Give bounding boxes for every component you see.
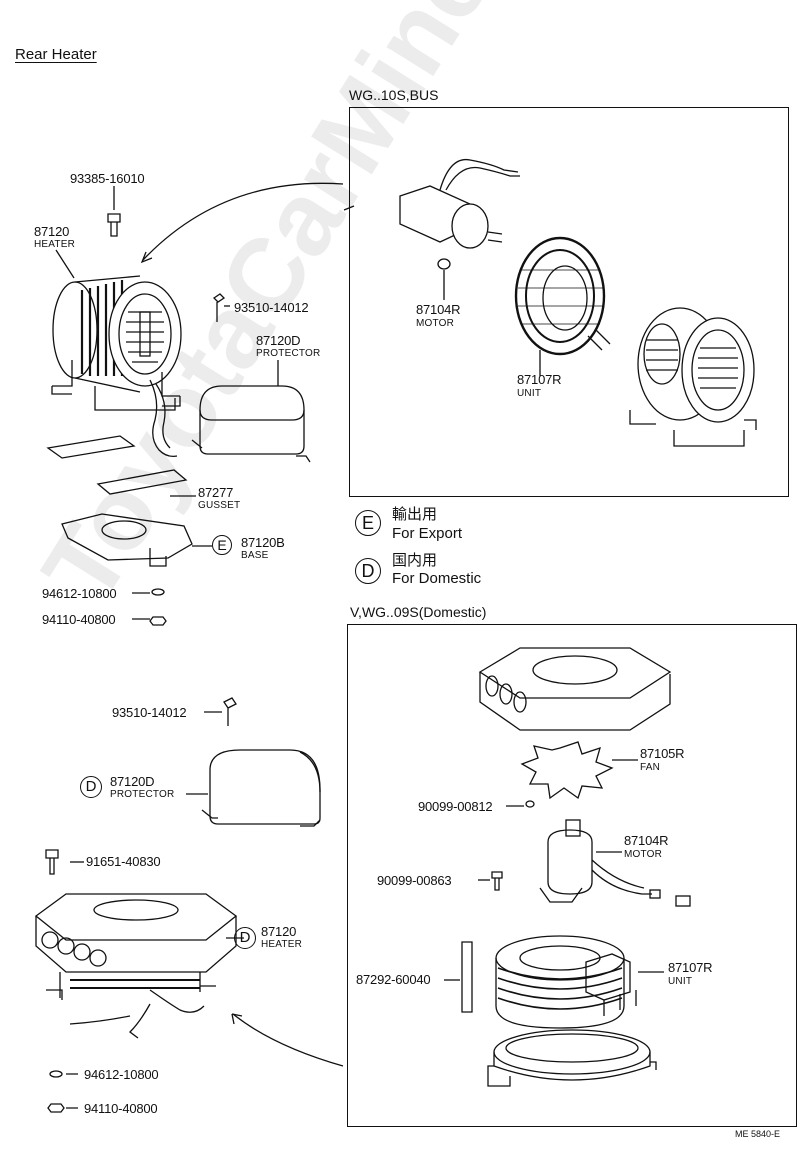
domestic-mark: D	[80, 776, 102, 798]
part-name-label: HEATER	[34, 239, 76, 250]
heater-drawing-top	[46, 182, 355, 626]
part-number-label: 94612-10800	[42, 586, 117, 601]
part-number-label: 87277	[198, 485, 234, 500]
domestic-legend-jp: 国内用	[392, 552, 438, 569]
part-number-label: 90099-00863	[377, 873, 452, 888]
export-mark: E	[212, 535, 232, 555]
fan-motor-unit-drawing-bottom	[444, 647, 691, 1087]
part-number-label: 87107R	[668, 960, 713, 975]
part-number-label: 87292-60040	[356, 972, 431, 987]
export-legend-jp: 輸出用	[392, 506, 438, 523]
export-legend-mark: E	[355, 510, 381, 536]
part-number-label: 94612-10800	[84, 1067, 159, 1082]
part-number-label: 87120	[34, 224, 70, 239]
part-name-label: FAN	[640, 762, 661, 773]
part-number-label: 87120	[261, 924, 297, 939]
domestic-mark: D	[234, 927, 256, 949]
export-legend-en: For Export	[392, 525, 463, 542]
part-name-label: UNIT	[517, 388, 542, 399]
part-number-label: 87104R	[624, 833, 669, 848]
domestic-legend-mark: D	[355, 558, 381, 584]
part-number-label: 91651-40830	[86, 854, 161, 869]
part-name-label: BASE	[241, 550, 269, 561]
drawing-code: ME 5840-E	[735, 1129, 781, 1139]
part-number-label: 93385-16010	[70, 171, 145, 186]
part-number-label: 94110-40800	[84, 1101, 158, 1116]
part-name-label: MOTOR	[624, 849, 663, 860]
part-number-label: 90099-00812	[418, 799, 493, 814]
part-name-label: UNIT	[668, 976, 693, 987]
part-number-label: 87120D	[110, 774, 155, 789]
part-number-label: 87104R	[416, 302, 461, 317]
part-name-label: MOTOR	[416, 318, 455, 329]
part-name-label: GUSSET	[198, 500, 241, 511]
part-name-label: HEATER	[261, 939, 303, 950]
part-number-label: 87107R	[517, 372, 562, 387]
section-header-top: WG..10S,BUS	[349, 87, 439, 103]
part-number-label: 93510-14012	[234, 300, 309, 315]
variant-frame-bottom	[347, 624, 797, 1127]
part-name-label: PROTECTOR	[256, 348, 321, 359]
page-title: Rear Heater	[15, 46, 97, 63]
part-number-label: 94110-40800	[42, 612, 116, 627]
heater-drawing-bottom	[34, 697, 344, 1113]
motor-and-unit-drawing-top	[399, 158, 757, 447]
section-header-bottom: V,WG..09S(Domestic)	[350, 604, 487, 620]
domestic-legend-en: For Domestic	[392, 570, 482, 587]
part-name-label: PROTECTOR	[110, 789, 175, 800]
part-number-label: 87120D	[256, 333, 301, 348]
part-number-label: 87105R	[640, 746, 685, 761]
part-number-label: 87120B	[241, 535, 285, 550]
variant-frame-top	[349, 107, 789, 497]
part-number-label: 93510-14012	[112, 705, 187, 720]
